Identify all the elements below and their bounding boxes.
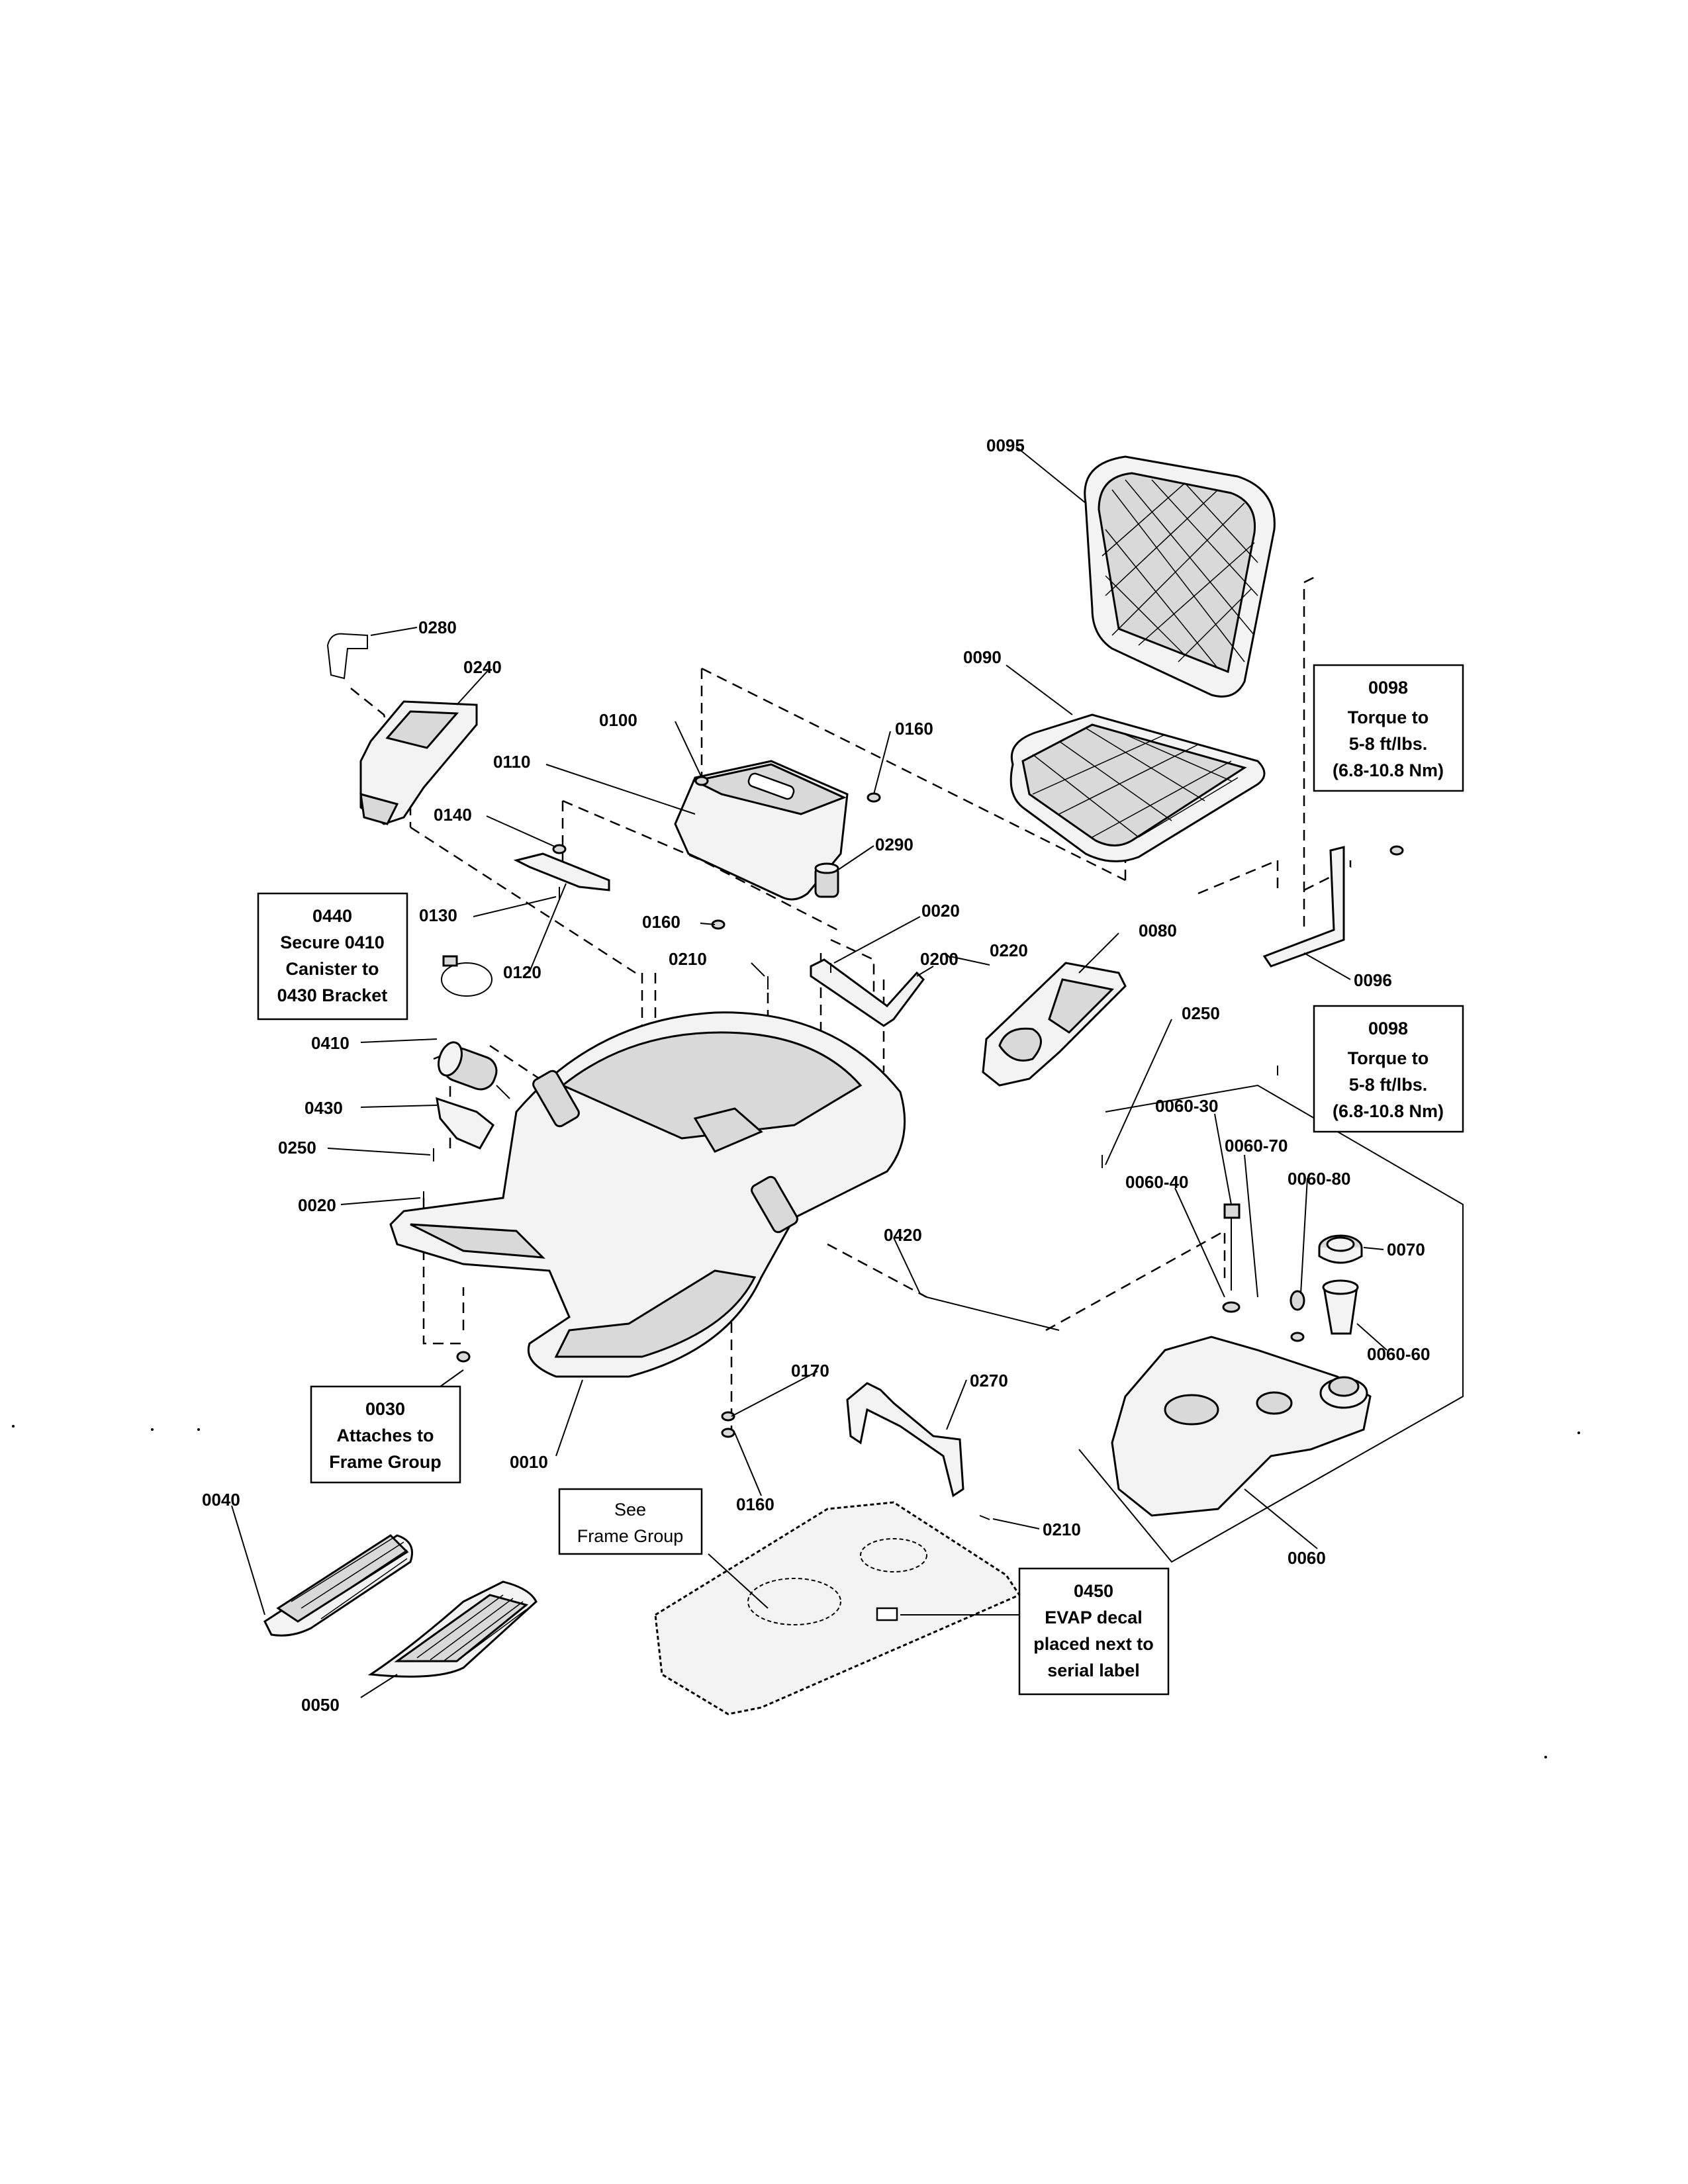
note-line: 0430 Bracket — [277, 985, 388, 1005]
bracket-part — [810, 958, 925, 1027]
scan-marks — [12, 1425, 1580, 1758]
canister-bracket-part — [436, 1097, 494, 1150]
callout-0160: 0160 — [736, 1494, 774, 1514]
callout-0080: 0080 — [1139, 921, 1177, 940]
storage-box-part — [359, 700, 478, 825]
callout-0060: 0060 — [1288, 1548, 1326, 1568]
note-line: 0440 — [312, 906, 352, 926]
callout-0280: 0280 — [418, 617, 457, 637]
note-line: (6.8-10.8 Nm) — [1333, 1101, 1444, 1121]
note-0098-upper: 0098 Torque to 5-8 ft/lbs. (6.8-10.8 Nm) — [1313, 664, 1464, 792]
callout-labels: 0095 0280 0240 0090 0100 0160 0110 0140 … — [202, 435, 1430, 1715]
callout-0410: 0410 — [311, 1033, 350, 1053]
note-line: Secure 0410 — [280, 933, 385, 952]
strainer-part — [1322, 1279, 1359, 1335]
note-0030: 0030 Attaches to Frame Group — [310, 1385, 461, 1484]
callout-0060-30: 0060-30 — [1155, 1096, 1218, 1116]
note-0098-lower: 0098 Torque to 5-8 ft/lbs. (6.8-10.8 Nm) — [1313, 1005, 1464, 1133]
callout-0020: 0020 — [298, 1195, 336, 1215]
leader-lines — [231, 446, 1387, 1698]
callout-0070: 0070 — [1387, 1240, 1425, 1259]
seat-strap-part — [1262, 846, 1345, 968]
callout-0160: 0160 — [642, 912, 680, 932]
callout-0110: 0110 — [493, 752, 530, 772]
callout-0140: 0140 — [434, 805, 472, 825]
callout-0120: 0120 — [503, 962, 541, 982]
callout-0060-60: 0060-60 — [1367, 1344, 1430, 1364]
handle-part — [326, 633, 368, 680]
fender-pan-part — [389, 1011, 906, 1378]
fuel-tank-part — [1111, 1336, 1372, 1517]
callout-0020: 0020 — [921, 901, 960, 921]
clamp-part — [441, 955, 492, 997]
callout-0160: 0160 — [895, 719, 933, 739]
callout-0430: 0430 — [305, 1098, 343, 1118]
console-cover-part — [674, 760, 849, 901]
note-line: Frame Group — [577, 1526, 684, 1546]
callout-0250: 0250 — [1182, 1003, 1220, 1023]
note-line: serial label — [1047, 1661, 1140, 1680]
seat-cushion-part — [1009, 713, 1266, 862]
callout-0210: 0210 — [1043, 1520, 1081, 1539]
callout-0060-70: 0060-70 — [1225, 1136, 1288, 1156]
callout-0220: 0220 — [990, 940, 1028, 960]
note-line: Canister to — [285, 959, 379, 979]
callout-0170: 0170 — [791, 1361, 829, 1381]
note-line: 0098 — [1368, 678, 1408, 698]
note-line: 5-8 ft/lbs. — [1349, 1075, 1428, 1095]
frame-part — [654, 1501, 1021, 1715]
control-console-part — [982, 962, 1127, 1087]
footrest-left-part — [263, 1534, 413, 1637]
sender-part — [1222, 1203, 1241, 1313]
callout-0060-80: 0060-80 — [1288, 1169, 1350, 1189]
footrest-right-part — [367, 1580, 538, 1678]
note-line: 0030 — [365, 1399, 405, 1419]
note-line: Attaches to — [336, 1426, 434, 1445]
callout-0096: 0096 — [1354, 970, 1392, 990]
note-see-frame-group: See Frame Group — [558, 1488, 703, 1555]
bumper-part — [814, 862, 839, 898]
hardware-parts — [423, 776, 1404, 1520]
callout-0130: 0130 — [419, 905, 457, 925]
callout-0290: 0290 — [875, 835, 914, 854]
fuel-cap-part — [1318, 1234, 1363, 1264]
note-line: (6.8-10.8 Nm) — [1333, 760, 1444, 780]
callout-0040: 0040 — [202, 1490, 240, 1510]
rod-part — [926, 1297, 1060, 1331]
callout-0210: 0210 — [669, 949, 707, 969]
callout-0240: 0240 — [463, 657, 502, 677]
note-line: EVAP decal — [1045, 1608, 1143, 1627]
seat-back-part — [1084, 455, 1276, 698]
callout-0250: 0250 — [278, 1138, 316, 1158]
strap-part — [513, 852, 610, 891]
callout-0090: 0090 — [963, 647, 1002, 667]
note-line: Torque to — [1348, 707, 1429, 727]
note-line: 5-8 ft/lbs. — [1349, 734, 1428, 754]
callout-0060-40: 0060-40 — [1125, 1172, 1188, 1192]
note-line: See — [614, 1500, 646, 1520]
callout-0100: 0100 — [599, 710, 637, 730]
note-line: 0098 — [1368, 1019, 1408, 1038]
callout-0270: 0270 — [970, 1371, 1008, 1390]
canister-part — [438, 1041, 510, 1099]
callout-0095: 0095 — [986, 435, 1025, 455]
callout-0010: 0010 — [510, 1452, 548, 1472]
note-line: Torque to — [1348, 1048, 1429, 1068]
note-line: placed next to — [1033, 1634, 1154, 1654]
note-line: Frame Group — [329, 1452, 442, 1472]
callout-0200: 0200 — [920, 949, 959, 969]
callout-0420: 0420 — [884, 1225, 922, 1245]
fuel-tank-group-box — [1078, 1084, 1464, 1563]
note-line: 0450 — [1074, 1581, 1113, 1601]
note-0440: 0440 Secure 0410 Canister to 0430 Bracke… — [257, 892, 408, 1021]
callout-0050: 0050 — [301, 1695, 340, 1715]
note-0450: 0450 EVAP decal placed next to serial la… — [1018, 1567, 1170, 1696]
mount-bracket-part — [846, 1382, 964, 1498]
